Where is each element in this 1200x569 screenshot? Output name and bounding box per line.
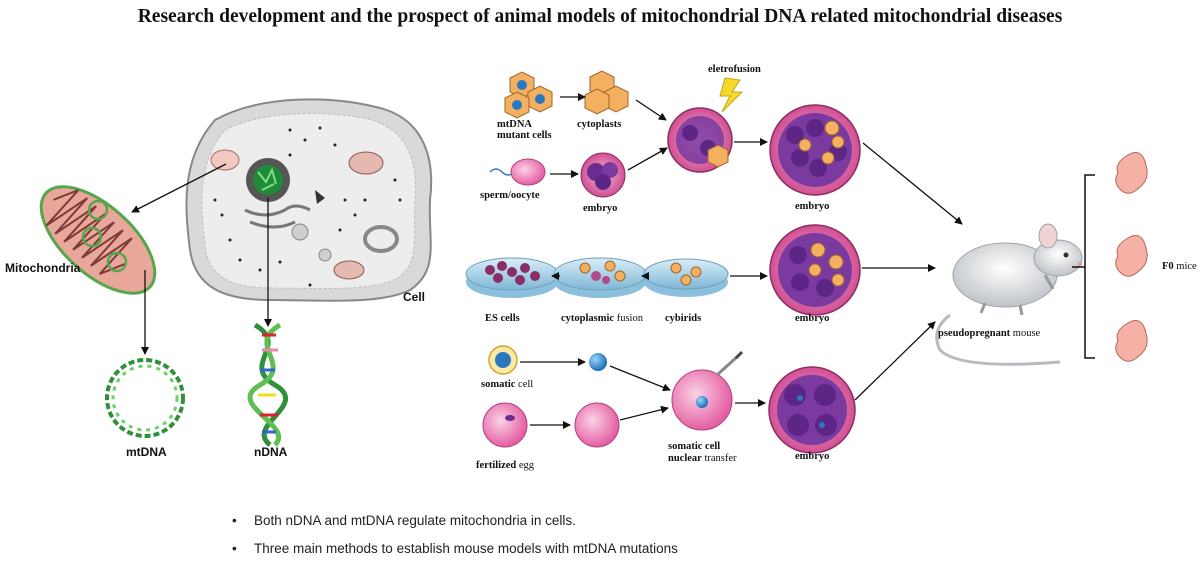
label-cybirids: cybirids [665,313,702,324]
mitochondria-illustration [39,185,157,295]
embryo-large-icon-row2 [769,224,861,316]
label-sperm-oocyte: sperm/oocyte [480,190,540,201]
fetus-icon-1 [1115,152,1148,194]
fetus-icon-2 [1115,235,1148,277]
embryo-large-icon-row1 [769,104,861,196]
label-scnt-line1: somatic cell [668,441,721,452]
label-fertilized-bold: fertilized [476,460,517,471]
note-text: Both nDNA and mtDNA regulate mitochondri… [254,513,576,528]
label-fertilized-egg: fertilized egg [476,460,534,472]
label-es-cells: ES cells [485,313,520,324]
note-item: • Both nDNA and mtDNA regulate mitochondr… [232,513,678,541]
fetus-icon-3 [1115,320,1148,362]
label-mtdna-mutant-cells: mtDNA mutant cells [497,119,552,141]
label-cell: Cell [403,290,426,304]
label-pseudopregnant-mouse: pseudopregnant mouse [938,328,1040,340]
label-scnt: somatic cell nuclear transfer [668,441,737,465]
bullet-glyph: • [232,513,237,528]
dish-es-cells [465,257,559,298]
label-f0-mice: F0 mice [1162,261,1197,273]
label-mtdna-mutant-line2: mutant cells [497,130,552,141]
fertilized-egg-icon [482,402,528,448]
summary-notes: • Both nDNA and mtDNA regulate mitochondr… [232,513,678,569]
sperm-oocyte-icon [489,158,546,186]
label-mtdna-mutant-line1: mtDNA [497,119,532,130]
page-title: Research development and the prospect of… [137,6,1063,27]
electrofusion-embryo-icon [667,77,744,173]
dish-cytoplasmic-fusion [553,257,647,298]
dish-cybirids [643,258,729,297]
label-embryo-small: embryo [583,203,618,214]
label-embryo-row2: embryo [795,313,830,324]
label-mtdna: mtDNA [126,445,167,459]
label-mice-word: mice [1173,261,1197,272]
label-scnt-nuclear: nuclear [668,453,702,464]
label-cytoplasmic-bold: cytoplasmic [561,313,615,324]
label-scnt-transfer: transfer [701,453,737,464]
embryo-small-icon [580,152,626,198]
left-arrows [131,163,272,355]
ndna-helix-illustration [247,322,288,447]
label-somatic-bold: somatic [481,379,516,390]
note-item: • Three main methods to establish mouse m… [232,541,678,569]
embryo-large-icon-row3 [768,366,856,454]
label-egg: egg [516,460,535,471]
flow-arrows [520,93,963,429]
label-fusion: fusion [614,313,643,324]
mtdna-mutant-cells-icon [504,71,553,119]
label-mitochondria: Mitochondria [5,261,81,275]
enucleated-egg-icon [574,402,620,448]
cell-illustration [185,98,433,302]
somatic-cell-icon [488,345,518,375]
label-f0-bold: F0 [1162,261,1174,272]
nucleus-icon [589,353,607,371]
label-pseudopregnant-bold: pseudopregnant [938,328,1011,339]
note-text: Three main methods to establish mouse mo… [254,541,678,556]
label-cytoplasts: cytoplasts [577,119,622,130]
mtdna-ring-illustration [105,358,185,438]
label-ndna: nDNA [254,445,288,459]
label-embryo-large-row1: embryo [795,201,830,212]
cytoplasts-icon [584,70,629,115]
label-somatic-cell: somatic cell [481,379,533,391]
bullet-glyph: • [232,541,237,556]
label-cytoplasmic-fusion: cytoplasmic fusion [561,313,643,325]
label-electrofusion: eletrofusion [708,64,761,75]
label-cell-word: cell [515,379,534,390]
f0-bracket [1072,174,1095,359]
label-mouse-word: mouse [1010,328,1041,339]
scnt-egg-icon [671,350,744,431]
pseudopregnant-mouse-icon [935,223,1083,366]
label-embryo-row3: embryo [795,451,830,462]
